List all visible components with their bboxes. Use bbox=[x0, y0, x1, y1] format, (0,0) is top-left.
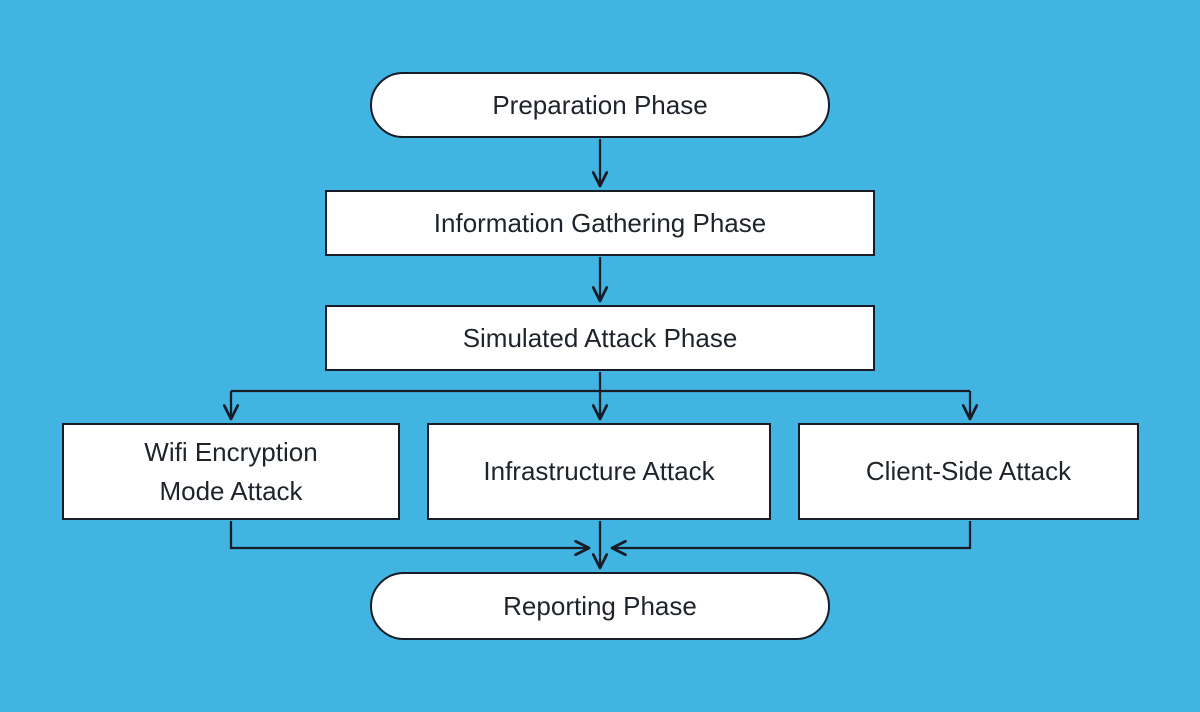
node-infrastructure-attack-label: Infrastructure Attack bbox=[483, 456, 715, 486]
node-client-side-attack-label: Client-Side Attack bbox=[865, 456, 1072, 486]
node-simulated-attack-phase-label: Simulated Attack Phase bbox=[462, 322, 738, 353]
node-preparation-phase-label: Preparation Phase bbox=[492, 89, 708, 120]
node-infrastructure-attack: Infrastructure Attack bbox=[427, 423, 771, 520]
edge-wifi-to-reporting bbox=[229, 521, 591, 557]
node-simulated-attack-phase: Simulated Attack Phase bbox=[325, 305, 875, 371]
edge-client-to-reporting bbox=[610, 521, 972, 557]
node-reporting-phase: Reporting Phase bbox=[370, 572, 830, 640]
node-information-gathering-phase: Information Gathering Phase bbox=[325, 190, 875, 256]
node-wifi-encryption-mode-attack-label: Wifi Encryption Mode Attack bbox=[144, 436, 318, 506]
node-reporting-phase-label: Reporting Phase bbox=[503, 590, 697, 621]
node-preparation-phase: Preparation Phase bbox=[370, 72, 830, 138]
node-information-gathering-phase-label: Information Gathering Phase bbox=[433, 207, 767, 238]
node-client-side-attack: Client-Side Attack bbox=[798, 423, 1139, 520]
node-wifi-encryption-mode-attack: Wifi Encryption Mode Attack bbox=[62, 423, 400, 520]
